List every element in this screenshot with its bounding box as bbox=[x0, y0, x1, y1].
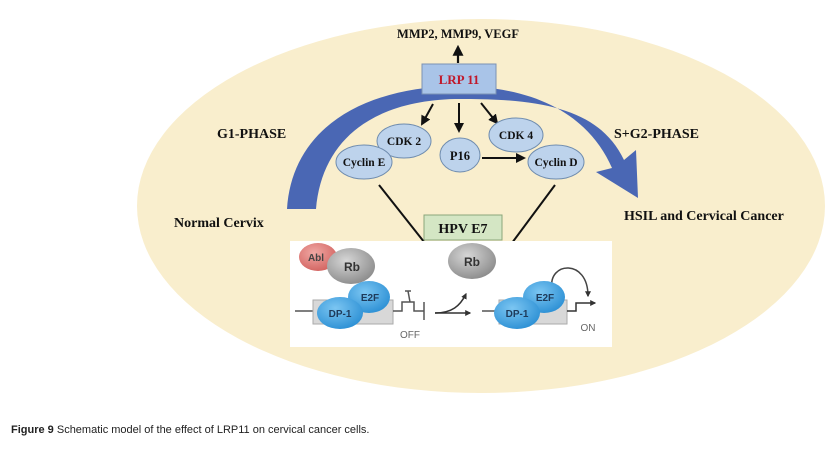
cdk4-node: CDK 4 bbox=[488, 117, 544, 153]
svg-text:CDK 4: CDK 4 bbox=[499, 130, 533, 142]
svg-text:E2F: E2F bbox=[361, 293, 379, 304]
hpv-e7-box: HPV E7 bbox=[423, 214, 503, 241]
off-label: OFF bbox=[400, 330, 420, 341]
e2f-feedback-arrow bbox=[551, 267, 591, 298]
svg-text:CDK 2: CDK 2 bbox=[387, 136, 421, 148]
svg-text:Rb: Rb bbox=[344, 260, 360, 274]
normal-cervix-label: Normal Cervix bbox=[174, 216, 264, 231]
p16-node: P16 bbox=[439, 137, 481, 173]
on-label: ON bbox=[581, 323, 596, 334]
svg-text:E2F: E2F bbox=[536, 293, 554, 304]
figure-caption-text: Schematic model of the effect of LRP11 o… bbox=[53, 424, 370, 436]
cyclin-e-node: Cyclin E bbox=[335, 144, 393, 180]
on-promoter-line bbox=[567, 300, 597, 312]
hsil-cervical-cancer-label: HSIL and Cervical Cancer bbox=[624, 209, 784, 224]
cyclin-d-to-rb-arrow bbox=[504, 184, 556, 253]
cell-cycle-arc-arrow bbox=[287, 86, 638, 209]
lrp11-label: LRP 11 bbox=[439, 72, 480, 87]
rb-protein-free bbox=[448, 243, 496, 279]
svg-text:Rb: Rb bbox=[464, 255, 480, 269]
dp1-protein-left bbox=[317, 297, 363, 329]
off-promoter-line bbox=[393, 301, 424, 312]
s-g2-phase-label: S+G2-PHASE bbox=[614, 127, 699, 142]
lrp11-to-cdk2-arrow bbox=[421, 103, 434, 126]
mmp-vegf-label: MMP2, MMP9, VEGF bbox=[397, 27, 519, 41]
svg-text:Cyclin E: Cyclin E bbox=[343, 157, 386, 169]
svg-text:P16: P16 bbox=[450, 149, 470, 163]
cyclin-e-to-rb-arrow bbox=[378, 184, 434, 254]
g1-phase-label: G1-PHASE bbox=[217, 127, 286, 142]
dp1-protein-right bbox=[494, 297, 540, 329]
rb-protein-bound bbox=[327, 248, 375, 284]
cyclin-d-node: Cyclin D bbox=[527, 144, 585, 180]
hpv-e7-label: HPV E7 bbox=[438, 222, 487, 237]
figure-number: Figure 9 bbox=[11, 424, 54, 436]
on-state-complex: E2F DP-1 ON bbox=[482, 267, 597, 334]
svg-text:DP-1: DP-1 bbox=[506, 309, 529, 320]
lrp11-box: LRP 11 bbox=[421, 63, 497, 95]
svg-text:Abl: Abl bbox=[308, 253, 324, 264]
figure-caption: Figure 9 Schematic model of the effect o… bbox=[11, 424, 370, 436]
svg-text:Cyclin D: Cyclin D bbox=[534, 157, 577, 169]
cdk2-node: CDK 2 bbox=[376, 123, 432, 159]
lrp11-to-cdk4-arrow bbox=[480, 102, 499, 125]
release-arrows bbox=[434, 292, 472, 316]
svg-text:DP-1: DP-1 bbox=[329, 309, 352, 320]
off-state-complex: Abl Rb E2F DP-1 OFF bbox=[295, 243, 425, 341]
